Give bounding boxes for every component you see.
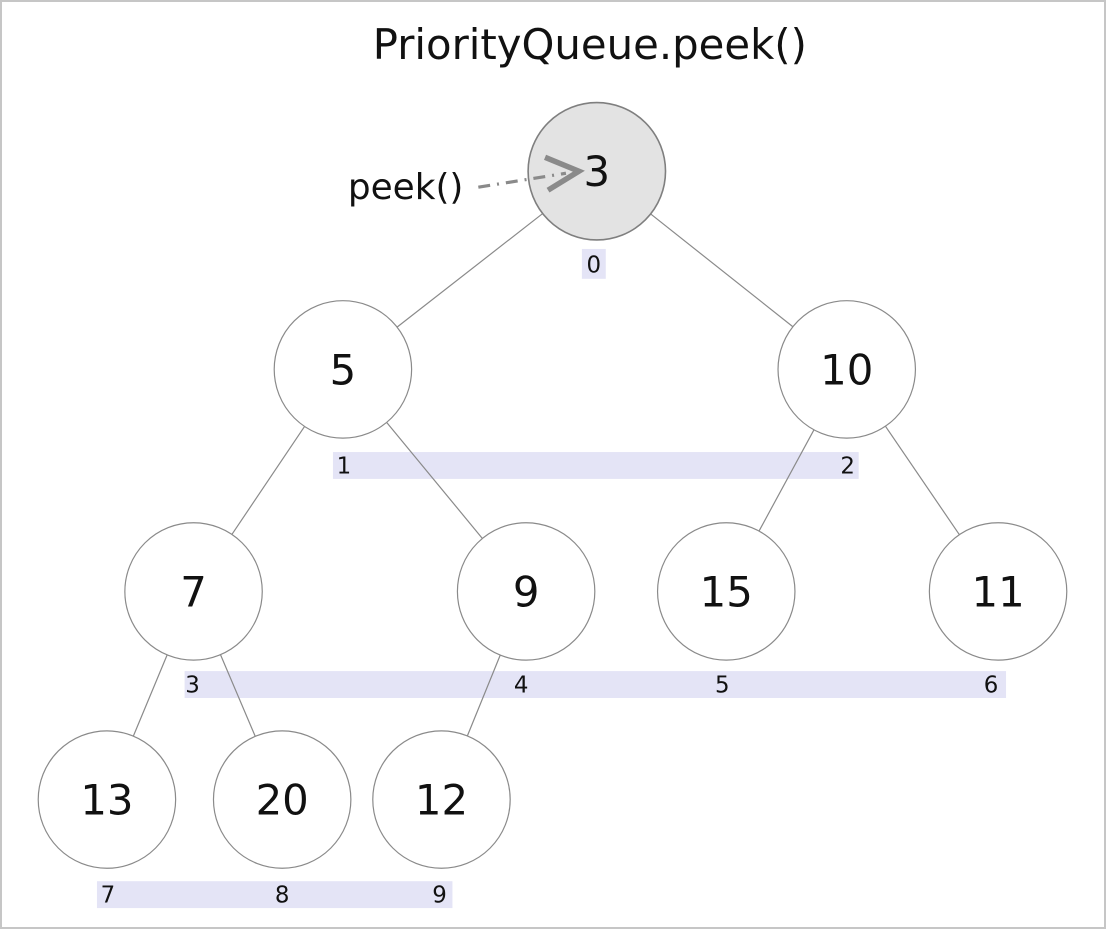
heap-node-value: 3 (584, 147, 611, 196)
tree-edge (396, 213, 544, 328)
heap-node-value: 20 (256, 775, 309, 824)
index-label: 7 (101, 882, 116, 908)
tree-edge (884, 425, 960, 536)
index-label: 6 (984, 672, 999, 698)
heap-node-value: 5 (330, 345, 357, 394)
heap-node-20 (212, 730, 352, 869)
tree-edge (386, 422, 483, 539)
heap-node-7 (124, 522, 263, 661)
heap-node-value: 15 (700, 567, 753, 616)
diagram-title: PriorityQueue.peek() (373, 20, 807, 69)
heap-node-13 (37, 730, 177, 869)
tree-edge (758, 429, 815, 532)
heap-node-12 (372, 730, 511, 869)
heap-node-value: 11 (971, 567, 1024, 616)
tree-edges-layer (132, 213, 960, 737)
tree-edge (231, 426, 306, 535)
peek-annotation: peek() (348, 154, 585, 208)
heap-node-11 (928, 522, 1068, 661)
heap-node-10 (777, 300, 917, 439)
index-label: 1 (337, 453, 352, 479)
heap-node-value: 10 (820, 345, 873, 394)
index-band (184, 671, 1007, 698)
index-label: 0 (587, 253, 602, 279)
index-band (581, 248, 606, 279)
peek-annotation-label: peek() (348, 167, 464, 208)
heap-node-9 (456, 522, 596, 661)
heap-node-value: 12 (415, 775, 468, 824)
heap-node-value: 7 (180, 567, 207, 616)
tree-edge (219, 654, 256, 737)
heap-node-5 (273, 300, 413, 439)
index-band (332, 452, 859, 479)
index-label: 5 (715, 672, 730, 698)
peek-arrowhead-icon (543, 154, 585, 193)
index-label: 4 (514, 672, 529, 698)
heap-node-value: 9 (513, 567, 540, 616)
heap-node-3 (527, 101, 667, 241)
index-label: 8 (275, 882, 290, 908)
tree-edge (132, 654, 168, 737)
tree-edge (650, 213, 794, 328)
index-label: 3 (185, 672, 200, 698)
heap-node-15 (656, 522, 796, 661)
index-band (96, 881, 453, 909)
heap-node-value: 13 (80, 775, 133, 824)
index-label: 2 (840, 453, 855, 479)
tree-edge (466, 654, 501, 737)
index-label: 9 (432, 882, 447, 908)
